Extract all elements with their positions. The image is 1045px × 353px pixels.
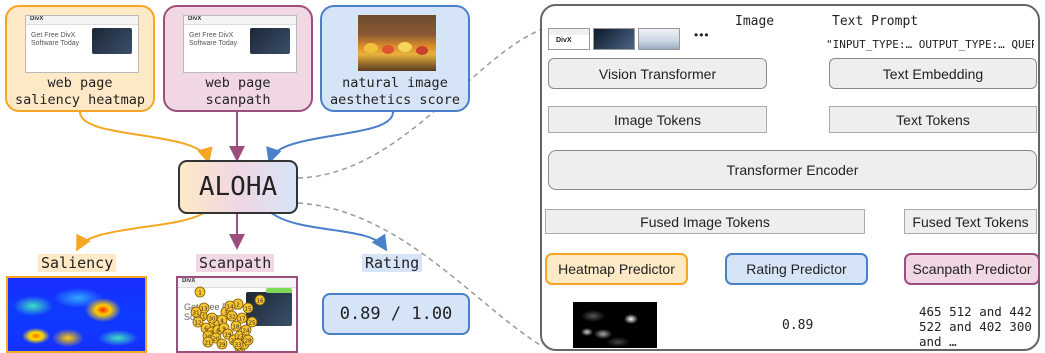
fixation-label: 23: [237, 334, 244, 340]
image-patch: DivX: [548, 28, 590, 50]
image-tokens-box: Image Tokens: [548, 106, 767, 133]
card-label: natural image aesthetics score: [329, 75, 461, 108]
laptop-image: [92, 28, 132, 54]
fixation-label: 13: [201, 306, 208, 312]
fixation-label: 3: [224, 310, 228, 316]
text-prompt-value: "INPUT_TYPE:… OUTPUT_TYPE:… QUERY:…": [826, 38, 1034, 51]
divx-logo: DivX: [556, 37, 572, 44]
fixation-label: 2: [236, 302, 240, 308]
text-embedding-box: Text Embedding: [829, 58, 1037, 89]
fixation-point: 15: [242, 302, 254, 314]
transformer-encoder-box: Transformer Encoder: [548, 150, 1037, 190]
fixation-point: 12: [192, 316, 204, 328]
image-label: Image: [735, 14, 775, 29]
input-image-strip: DivX: [548, 26, 688, 52]
text-tokens-box: Text Tokens: [829, 106, 1037, 133]
text-prompt-label: Text Prompt: [832, 14, 919, 29]
fixation-label: 25: [249, 320, 256, 326]
saliency-heatmap-output: [6, 276, 147, 353]
fixation-label: 8: [216, 328, 220, 334]
fixation-label: 27: [241, 342, 248, 348]
rating-value: 0.89 / 1.00: [339, 304, 453, 324]
output-label-scanpath: Scanpath: [196, 254, 275, 272]
fixation-point: 29: [216, 338, 228, 350]
fixation-point: 14: [224, 300, 236, 312]
fused-text-tokens-box: Fused Text Tokens: [904, 209, 1037, 234]
output-label-saliency: Saliency: [38, 254, 117, 272]
aloha-model-box: ALOHA: [178, 160, 298, 214]
card-saliency-heatmap: DivX Get Free DivX Software Today web pa…: [5, 5, 155, 112]
fixation-point: 2: [232, 298, 244, 310]
fused-image-tokens-box: Fused Image Tokens: [545, 209, 865, 234]
scanpath-fixations: 1234567891011121314151617181920212223242…: [190, 286, 266, 351]
fixation-label: 21: [205, 340, 212, 346]
heatmap-predictor-box: Heatmap Predictor: [545, 253, 688, 285]
fixation-label: 6: [204, 326, 208, 332]
fixation-point: 18: [230, 320, 242, 332]
fixation-label: 29: [219, 342, 226, 348]
divx-logo: DivX: [188, 16, 202, 22]
scanpath-output-thumbnail: DivX Get Free DivX Software Today 123456…: [176, 276, 298, 353]
fixation-label: 5: [212, 322, 216, 328]
ellipsis: •••: [694, 28, 710, 42]
vision-transformer-box: Vision Transformer: [548, 58, 767, 89]
webpage-thumbnail: DivX Get Free DivX Software Today: [183, 15, 297, 73]
fixation-label: 14: [227, 304, 234, 310]
fixation-label: 17: [239, 316, 246, 322]
fixation-label: 32: [229, 314, 236, 320]
arrow-saliency-input: [79, 111, 213, 164]
fixation-point: 21: [202, 336, 214, 348]
thumbnail-headline: Get Free DivX Software Today: [189, 32, 238, 47]
fixation-label: 19: [225, 332, 232, 338]
fixation-label: 1: [198, 290, 202, 296]
fixation-point: 30: [206, 312, 218, 324]
fixation-label: 4: [220, 318, 224, 324]
fixation-point: 32: [226, 310, 238, 322]
fixation-label: 30: [209, 316, 216, 322]
fixation-point: 31: [190, 306, 202, 318]
card-aesthetics: natural image aesthetics score: [320, 5, 470, 112]
fixation-label: 28: [245, 338, 252, 344]
image-patch: [593, 28, 635, 50]
scanpath-output-text: 465 512 and 442 522 and 402 300 and …: [919, 304, 1032, 349]
fixation-label: 18: [233, 324, 240, 330]
thumbnail-headline: Get Free DivX Software Today: [31, 32, 80, 47]
divx-logo: DivX: [182, 278, 196, 284]
laptop-image: [250, 28, 290, 54]
fixation-label: 15: [245, 306, 252, 312]
fixation-label: 31: [193, 310, 200, 316]
dashed-zoom-top: [297, 29, 541, 179]
fixation-label: 9: [222, 326, 226, 332]
card-scanpath: DivX Get Free DivX Software Today web pa…: [163, 5, 313, 112]
fixation-label: 16: [257, 298, 264, 304]
rating-output-box: 0.89 / 1.00: [322, 293, 470, 335]
natural-image-thumbnail: [358, 15, 436, 71]
fixation-label: 11: [199, 314, 206, 320]
fixation-point: 25: [246, 316, 258, 328]
fixation-label: 33: [235, 342, 242, 348]
rating-predictor-box: Rating Predictor: [725, 253, 868, 285]
image-patch: [638, 28, 680, 50]
rating-output-text: 0.89: [782, 318, 814, 333]
heatmap-output-image: [573, 302, 657, 348]
divx-logo: DivX: [30, 16, 44, 22]
fixation-point: 16: [254, 294, 266, 306]
fixation-label: 24: [243, 328, 250, 334]
arrow-rating-output: [269, 211, 388, 252]
aloha-label: ALOHA: [198, 172, 278, 202]
card-label: web page saliency heatmap: [14, 75, 146, 108]
card-label: web page scanpath: [205, 75, 271, 108]
arrow-saliency-output: [76, 211, 206, 252]
fixation-label: 12: [195, 320, 202, 326]
fixation-point: 28: [242, 334, 254, 346]
webpage-thumbnail: DivX Get Free DivX Software Today: [25, 15, 139, 73]
arrow-aesthetics-input: [266, 111, 394, 164]
fixation-point: 33: [232, 338, 244, 350]
output-label-rating: Rating: [362, 254, 423, 272]
fixation-point: 1: [194, 286, 206, 298]
scanpath-predictor-box: Scanpath Predictor: [904, 253, 1040, 285]
fixation-label: 20: [213, 336, 220, 342]
dashed-zoom-bottom: [297, 202, 541, 346]
